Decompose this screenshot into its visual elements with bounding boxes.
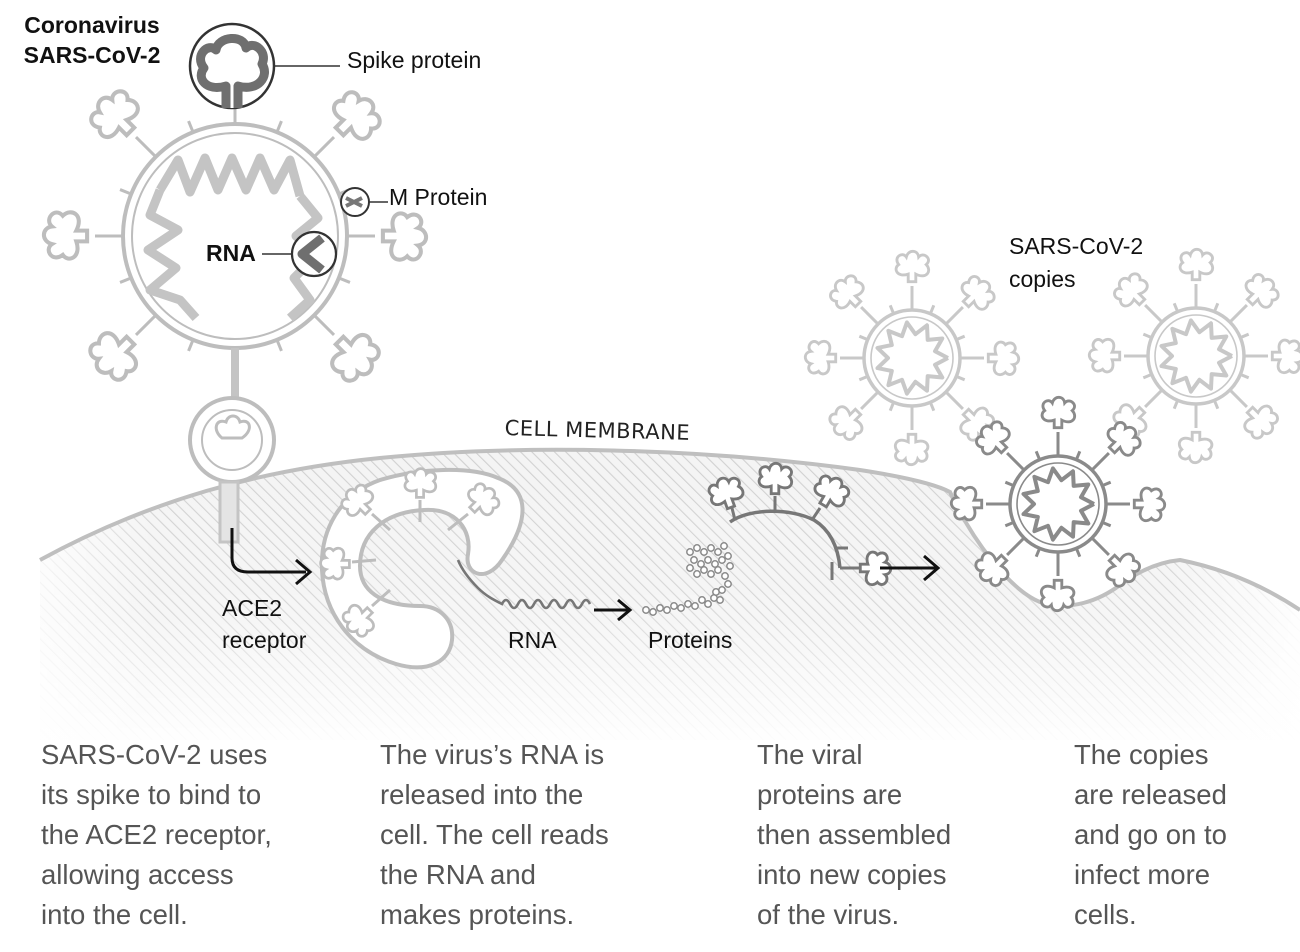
step-2-line: makes proteins.: [380, 899, 575, 930]
step-3-line: The viral: [757, 739, 863, 770]
step-2-line: The virus’s RNA is: [380, 739, 605, 770]
step-1-line: allowing access: [41, 859, 234, 890]
main-virus-spikes: [44, 84, 426, 388]
virus-copy: [1087, 247, 1300, 465]
copies-label: SARS-CoV-2 copies: [1009, 230, 1143, 296]
ace2-receptor-label: ACE2 receptor: [222, 592, 306, 656]
step-4-line: and go on to: [1074, 819, 1227, 850]
step-1-line: the ACE2 receptor,: [41, 819, 272, 850]
main-virus: [44, 84, 426, 388]
cell-interior: [0, 440, 1300, 750]
step-1-line: SARS-CoV-2 uses: [41, 739, 268, 770]
m-protein-callout: [340, 187, 388, 217]
cell-membrane-label: CELL MEMBRANE: [504, 416, 691, 445]
step-3-line: then assembled: [757, 819, 952, 850]
copies-label-line-1: SARS-CoV-2: [1009, 233, 1144, 259]
rna-virus-label: RNA: [206, 240, 256, 266]
spike-protein-label: Spike protein: [347, 47, 482, 73]
title-line-1: Coronavirus: [24, 12, 160, 38]
assembling-virus: [704, 461, 893, 587]
step-2-line: released into the: [380, 779, 584, 810]
rna-strand-label: RNA: [508, 627, 557, 653]
assembly-arrow: [880, 554, 941, 582]
virus-copy: [803, 249, 1021, 467]
rna-arrow: [594, 598, 633, 622]
endosome: [319, 467, 525, 670]
copies-label-line-2: copies: [1009, 266, 1076, 292]
step-caption-2: The virus’s RNA is released into the cel…: [380, 735, 609, 935]
virus-copy: [949, 395, 1167, 613]
step-caption-4: The copies are released and go on to inf…: [1074, 735, 1227, 935]
virus-copies: [803, 247, 1300, 613]
ace2-arrow: [230, 528, 306, 574]
step-2-line: the RNA and: [380, 859, 536, 890]
step-2-line: cell. The cell reads: [380, 819, 609, 850]
rna-callout: [262, 230, 338, 278]
cell-membrane-line: [39, 447, 1300, 612]
step-1-line: into the cell.: [41, 899, 188, 930]
m-protein-label: M Protein: [389, 184, 488, 210]
diagram-title: Coronavirus SARS-CoV-2: [14, 10, 170, 70]
step-4-line: infect more: [1074, 859, 1211, 890]
step-caption-3: The viral proteins are then assembled in…: [757, 735, 951, 935]
step-1-line: its spike to bind to: [41, 779, 262, 810]
ace2-label-line-1: ACE2: [222, 595, 283, 621]
ace2-receptor: [188, 348, 276, 544]
proteins-label: Proteins: [648, 627, 733, 653]
spike-protein-callout: [188, 22, 340, 110]
title-line-2: SARS-CoV-2: [23, 42, 161, 68]
ace2-label-line-2: receptor: [222, 627, 307, 653]
step-4-line: cells.: [1074, 899, 1137, 930]
step-caption-1: SARS-CoV-2 uses its spike to bind to the…: [41, 735, 272, 935]
released-rna: [456, 559, 592, 610]
step-4-line: The copies: [1074, 739, 1209, 770]
step-3-line: into new copies: [757, 859, 947, 890]
protein-chains: [642, 542, 734, 616]
step-3-line: of the virus.: [757, 899, 900, 930]
step-4-line: are released: [1074, 779, 1227, 810]
step-3-line: proteins are: [757, 779, 903, 810]
